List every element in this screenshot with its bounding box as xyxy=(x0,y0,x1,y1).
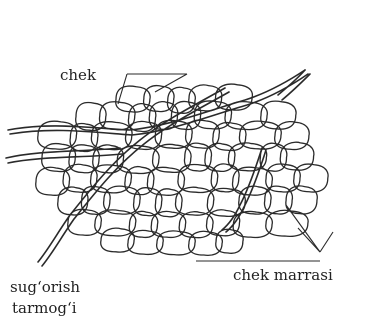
field-checks xyxy=(36,84,328,255)
field-check-cell xyxy=(261,101,296,129)
chek-marrasi-pointer-3 xyxy=(320,232,333,252)
field-check-cell xyxy=(211,164,239,192)
sugorish-label-line2: tarmog‘i xyxy=(12,299,77,317)
chek-marrasi-label: chek marrasi xyxy=(233,266,333,284)
chek-marrasi-pointer-2 xyxy=(298,228,320,252)
sugorish-label-line1: sug‘orish xyxy=(10,278,80,296)
chek-marrasi-pointer-1 xyxy=(286,205,320,252)
field-check-cell xyxy=(101,228,135,252)
field-check-cell xyxy=(286,186,317,214)
canal-left-branch-b xyxy=(8,154,122,163)
chek-label: chek xyxy=(60,66,97,84)
